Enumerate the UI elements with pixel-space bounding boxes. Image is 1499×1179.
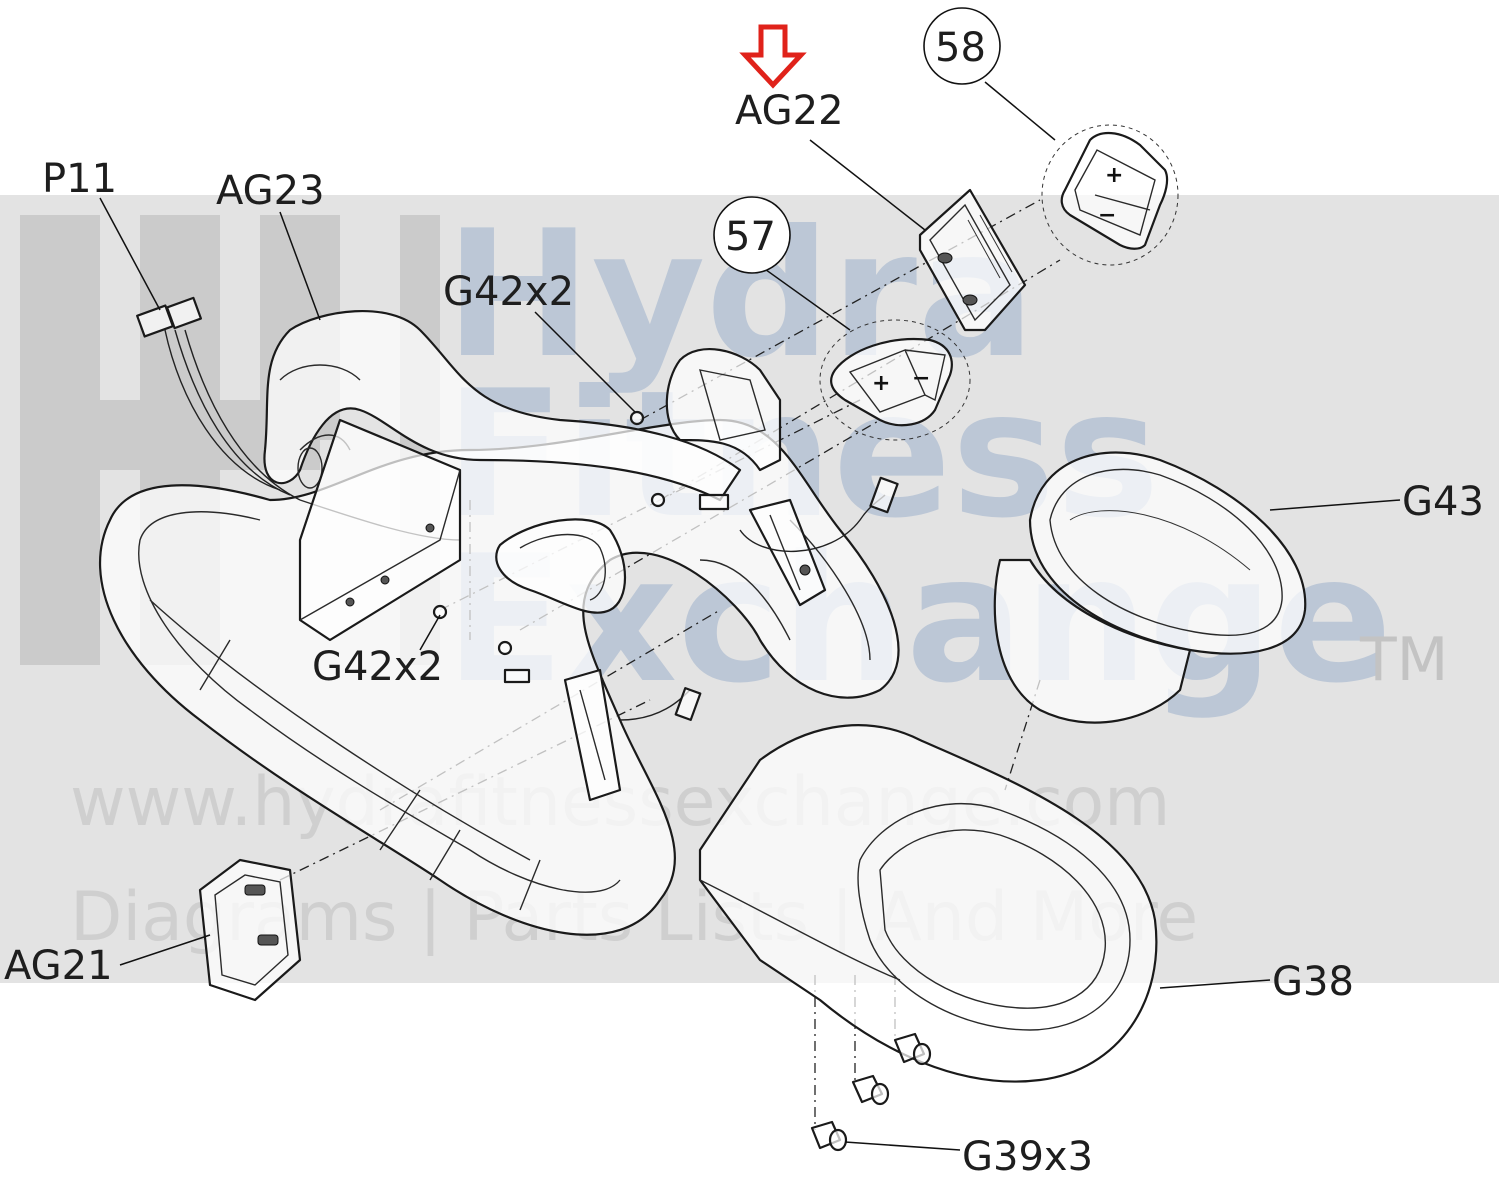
- console-base: [698, 724, 1158, 1083]
- item58-keypad: + −: [1041, 124, 1179, 266]
- ag22-bracket: [918, 188, 1027, 332]
- callout-g42-bottom: G42x2: [312, 644, 443, 690]
- callout-g42-top: G42x2: [443, 269, 574, 315]
- callout-g39: G39x3: [962, 1134, 1093, 1179]
- watermark-trademark: TM: [1359, 625, 1448, 695]
- item58-plus-glyph: +: [1105, 163, 1123, 188]
- item57-keypad: + −: [819, 319, 971, 441]
- wiring: [136, 296, 899, 721]
- callout-item57: 57: [725, 214, 776, 260]
- callout-g43: G43: [1402, 479, 1484, 525]
- callout-item58: 58: [935, 25, 986, 71]
- callout-p11: P11: [42, 156, 117, 202]
- callout-ag23: AG23: [216, 168, 325, 214]
- g39-bolts: [810, 1032, 932, 1152]
- item58-minus-glyph: −: [1098, 203, 1116, 228]
- callout-g38: G38: [1272, 959, 1354, 1005]
- item57-plus-glyph: +: [872, 371, 890, 396]
- item57-minus-glyph: −: [912, 366, 930, 391]
- g43-cup: [993, 451, 1307, 724]
- item57-circle: [713, 196, 791, 274]
- item58-circle: [923, 7, 1001, 85]
- g42-screws: [432, 410, 666, 656]
- center-bracket: [298, 418, 462, 642]
- left-grip-control: [495, 518, 627, 802]
- callout-ag21: AG21: [4, 943, 113, 989]
- ag23-grip: [263, 309, 742, 502]
- leader-lines: [99, 81, 1401, 1151]
- right-grip-control: [665, 348, 827, 607]
- ag21-endcap: [198, 858, 302, 1002]
- callout-ag22: AG22: [735, 88, 844, 134]
